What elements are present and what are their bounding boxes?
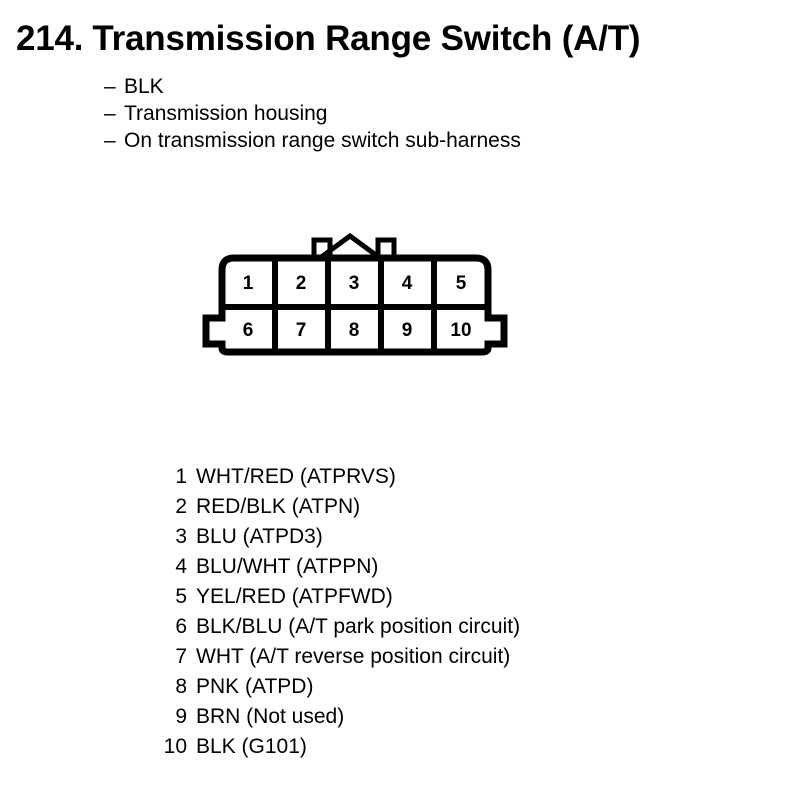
pin-legend-description: BLU (ATPD3) (196, 525, 323, 548)
description-item: – On transmission range switch sub-harne… (104, 127, 744, 154)
pin-legend-number: 1 (175, 465, 187, 488)
pin-legend-row: 3 BLU (ATPD3) (110, 522, 730, 552)
pin-cell-5: 5 (456, 273, 467, 294)
description-item-label: On transmission range switch sub-harness (124, 129, 521, 152)
pin-legend-description: YEL/RED (ATPFWD) (196, 585, 393, 608)
pin-legend-number: 3 (175, 525, 187, 548)
connector-outline-svg: 1 2 3 4 5 6 7 8 9 10 (202, 232, 508, 356)
pin-legend-row: 1 WHT/RED (ATPRVS) (110, 462, 730, 492)
pin-cell-2: 2 (296, 273, 307, 294)
page-title-text: Transmission Range Switch (A/T) (92, 19, 641, 58)
pin-cell-6: 6 (243, 320, 254, 341)
pin-legend-number: 8 (175, 675, 187, 698)
pin-cell-9: 9 (402, 320, 413, 341)
description-item-label: Transmission housing (124, 102, 328, 125)
pin-cell-4: 4 (402, 273, 413, 294)
dash-icon: – (104, 75, 116, 98)
pin-cell-7: 7 (296, 320, 307, 341)
description-item: – BLK (104, 73, 744, 100)
pin-legend-description: BLK/BLU (A/T park position circuit) (196, 615, 521, 638)
pin-legend-row: 4 BLU/WHT (ATPPN) (110, 552, 730, 582)
pin-legend-description: PNK (ATPD) (196, 675, 314, 698)
pin-legend-row: 5 YEL/RED (ATPFWD) (110, 582, 730, 612)
description-item: – Transmission housing (104, 100, 744, 127)
pin-legend-description: WHT/RED (ATPRVS) (196, 465, 396, 488)
pin-legend-number: 6 (175, 615, 187, 638)
description-item-label: BLK (124, 75, 164, 98)
pin-legend-description: WHT (A/T reverse position circuit) (196, 645, 511, 668)
pin-cell-3: 3 (349, 273, 360, 294)
pin-legend-row: 10 BLK (G101) (110, 732, 730, 762)
pin-cell-1: 1 (243, 273, 254, 294)
pin-cell-10: 10 (450, 320, 471, 341)
pin-legend-list: 1 WHT/RED (ATPRVS) 2 RED/BLK (ATPN) 3 BL… (110, 462, 730, 762)
pin-legend-number: 4 (175, 555, 187, 578)
pin-legend-number: 9 (175, 705, 187, 728)
pin-legend-description: RED/BLK (ATPN) (196, 495, 361, 518)
description-list: – BLK – Transmission housing – On transm… (104, 73, 744, 154)
dash-icon: – (104, 129, 116, 152)
page-title: 214.Transmission Range Switch (A/T) (16, 17, 641, 61)
pin-legend-description: BRN (Not used) (196, 705, 345, 728)
connector-diagram: 1 2 3 4 5 6 7 8 9 10 (200, 228, 510, 358)
pin-legend-row: 6 BLK/BLU (A/T park position circuit) (110, 612, 730, 642)
dash-icon: – (104, 102, 116, 125)
page-title-number: 214. (16, 19, 84, 58)
pin-legend-description: BLU/WHT (ATPPN) (196, 555, 379, 578)
pin-legend-number: 5 (175, 585, 187, 608)
pin-legend-row: 9 BRN (Not used) (110, 702, 730, 732)
pin-legend-row: 7 WHT (A/T reverse position circuit) (110, 642, 730, 672)
pin-legend-row: 2 RED/BLK (ATPN) (110, 492, 730, 522)
pin-legend-number: 10 (163, 735, 187, 758)
pin-legend-description: BLK (G101) (196, 735, 307, 758)
pin-cell-8: 8 (349, 320, 360, 341)
pin-legend-number: 7 (175, 645, 187, 668)
pin-legend-row: 8 PNK (ATPD) (110, 672, 730, 702)
pin-legend-number: 2 (175, 495, 187, 518)
